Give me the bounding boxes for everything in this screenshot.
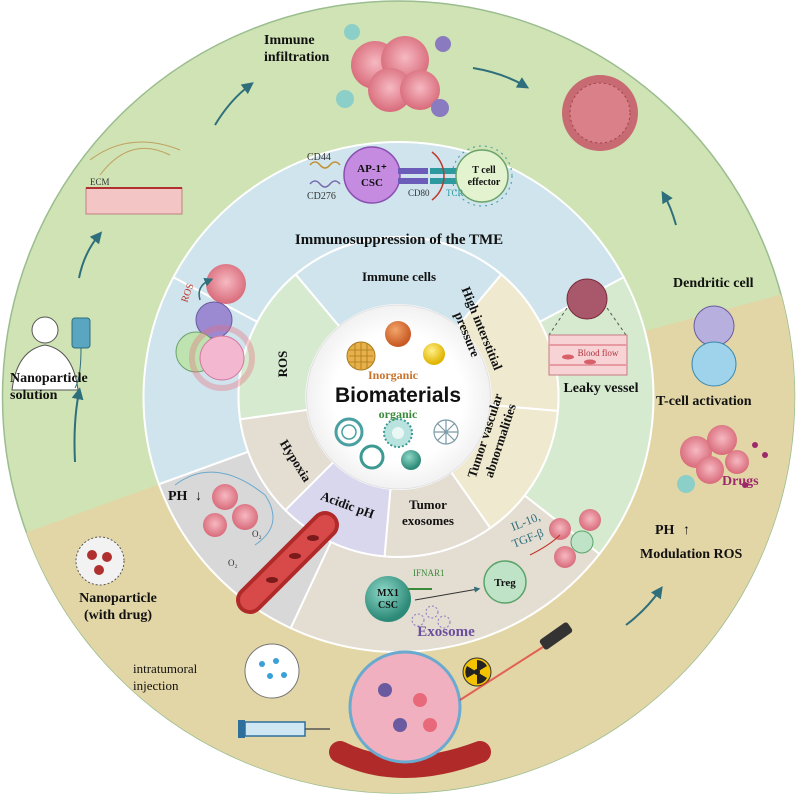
radiation-icon — [462, 657, 492, 687]
modulation-ros-label: Modulation ROS — [640, 547, 743, 562]
center-particles — [334, 321, 459, 470]
svg-text:Tumor: Tumor — [409, 497, 447, 512]
hypoxia-vessel-illustration: O₂ O₂ — [174, 471, 339, 614]
arrow-up-left-2 — [78, 231, 103, 279]
gold-particle-icon — [423, 343, 445, 365]
exosome-label: Exosome — [417, 624, 475, 640]
porous-particle-icon — [349, 343, 373, 369]
nanoparticle-drug-label: Nanoparticle — [79, 591, 157, 606]
nanoparticle-label: Nanoparticle — [10, 371, 88, 386]
drugs-label: Drugs — [722, 474, 759, 489]
tumor-exosomes-label: Tumor exosomes — [402, 497, 454, 528]
dendritic-cell-label: Dendritic cell — [673, 276, 754, 291]
ros-label: ROS — [275, 351, 290, 378]
csc-label: CSC — [361, 177, 383, 189]
syringe-illustration — [238, 643, 330, 738]
cd44-label: CD44 — [307, 152, 331, 163]
outer-ring-tan-sector — [26, 294, 795, 794]
patient-iv-illustration — [11, 316, 91, 391]
immune-label: Immune — [264, 33, 315, 48]
mx1-csc-label: CSC — [378, 600, 398, 611]
solution-label: solution — [10, 388, 58, 403]
cd276-label: CD276 — [307, 191, 336, 202]
effector-label: effector — [468, 177, 501, 188]
ecm-illustration — [85, 141, 183, 215]
down-arrow-icon: ↓ — [195, 489, 202, 504]
liposome-icon — [334, 417, 364, 447]
ecm-label: ECM — [90, 177, 110, 187]
vesicle-icon — [359, 444, 385, 470]
leaky-vessel-label: Leaky vessel — [563, 381, 638, 396]
t-cell-activation-illustration — [677, 425, 768, 493]
orange-particle-icon — [385, 321, 411, 347]
intratumoral-label: intratumoral — [133, 661, 198, 676]
dendritic-cell-illustration — [691, 305, 737, 387]
ap1-label: AP-1⁺ — [357, 163, 387, 175]
ap1-csc-interaction — [309, 145, 513, 207]
up-arrow-icon: ↑ — [683, 523, 690, 538]
dendrimer-icon — [433, 419, 459, 445]
laser-icon — [459, 622, 573, 701]
polymer-particle-icon — [401, 450, 421, 470]
ph-up-label: PH — [655, 523, 675, 538]
ph-down-label: PH — [168, 489, 188, 504]
immune-cells-label: Immune cells — [362, 269, 436, 284]
svg-text:exosomes: exosomes — [402, 513, 454, 528]
treg-label: Treg — [494, 577, 516, 589]
drug-nanoparticle-illustration — [75, 536, 125, 586]
leaky-vessel-illustration — [548, 278, 628, 376]
immunosuppression-title: Immunosuppression of the TME — [295, 232, 503, 248]
t-cell-label: T cell — [472, 165, 496, 176]
treg-cell — [483, 560, 527, 604]
t-cell-effector-cell — [455, 149, 509, 203]
immune-infiltration-illustration — [336, 24, 451, 117]
mx1-label: MX1 — [377, 588, 399, 599]
bottom-tumor-illustration — [329, 650, 491, 778]
with-drug-label: (with drug) — [84, 608, 152, 623]
micelle-icon — [383, 418, 413, 448]
arrow-top-right — [472, 67, 530, 89]
tcr-label: TCR — [446, 188, 464, 198]
organic-label: organic — [379, 407, 418, 421]
svg-text:O₂: O₂ — [228, 558, 238, 568]
ros-cell-cluster — [175, 264, 255, 391]
cd80-label: CD80 — [408, 188, 430, 198]
t-cell-activation-label: T-cell activation — [656, 394, 752, 409]
ap1-csc-cell — [343, 146, 401, 204]
blood-flow-label: Blood flow — [578, 348, 619, 358]
infiltrated-tumor-illustration — [562, 75, 638, 151]
process-arrows — [71, 67, 677, 626]
arrow-top-left — [214, 82, 254, 126]
treg-exosome-illustration — [365, 509, 601, 629]
ifnar1-label: IFNAR1 — [413, 568, 445, 578]
mx1-csc-cell — [365, 576, 411, 622]
arrow-up-left-1 — [71, 387, 84, 463]
infiltration-label: infiltration — [264, 50, 330, 65]
svg-text:O₂: O₂ — [252, 529, 262, 539]
arrow-right-up — [661, 190, 677, 226]
arrow-bottom-right — [625, 586, 663, 626]
inner-ring — [237, 236, 560, 558]
inorganic-label: Inorganic — [368, 368, 419, 382]
biomaterials-title: Biomaterials — [335, 384, 461, 407]
injection-label: injection — [133, 678, 179, 693]
